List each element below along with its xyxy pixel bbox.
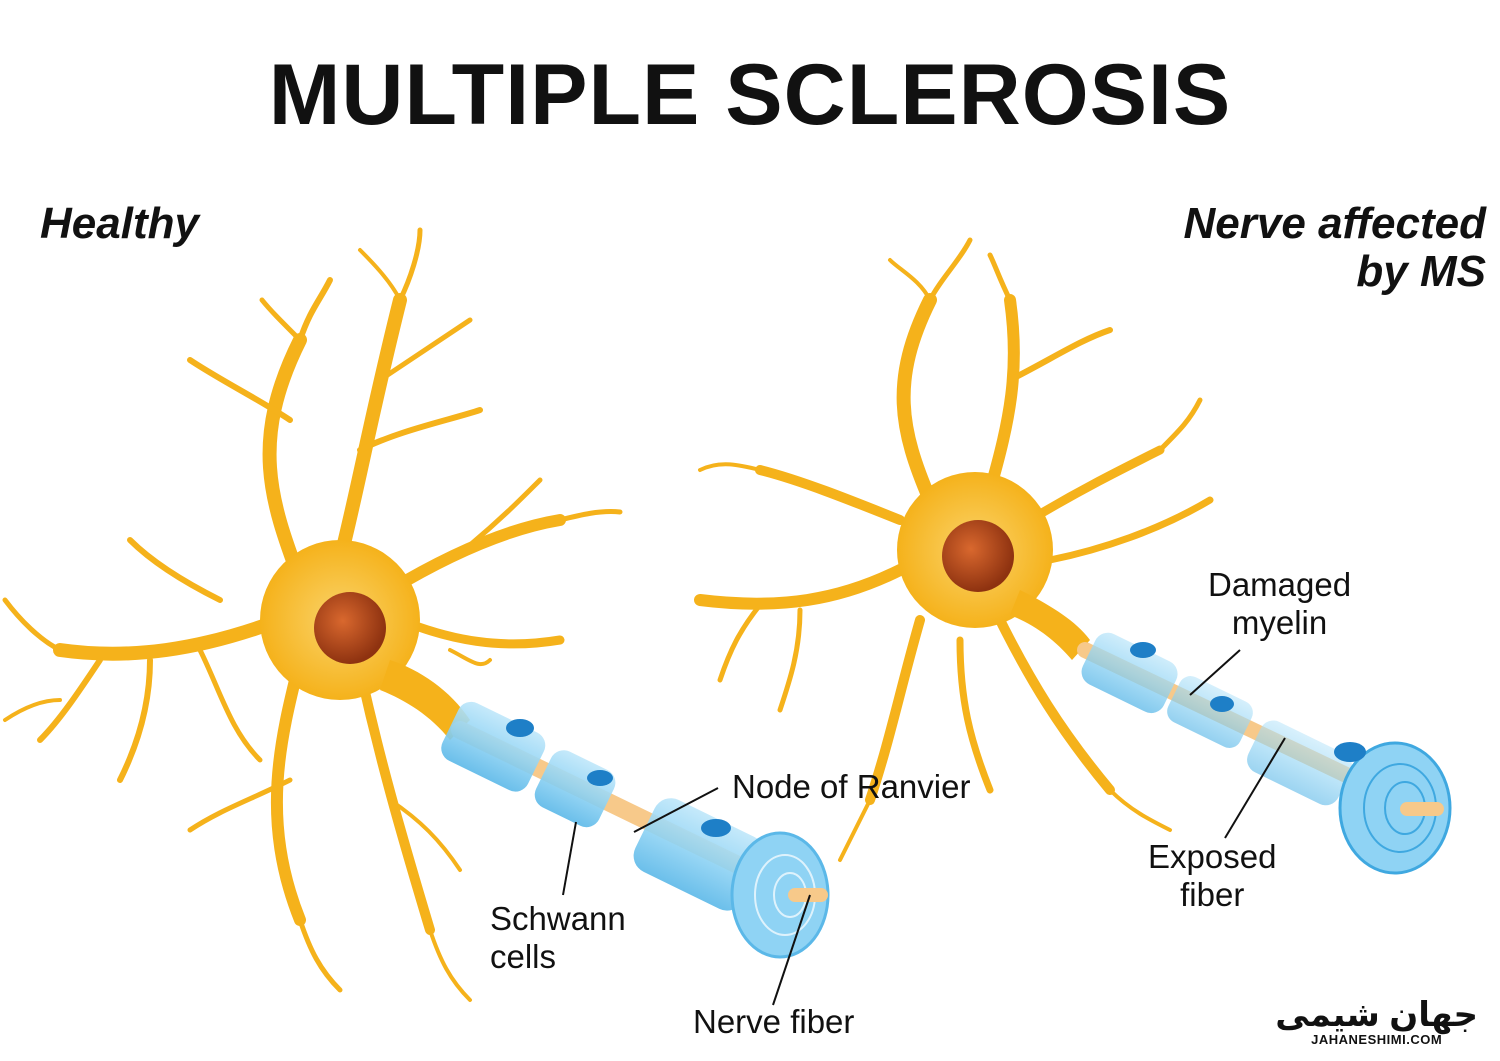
- healthy-dendrites: [2, 227, 623, 1002]
- schwann-nucleus: [701, 819, 731, 837]
- leader-lines: [562, 649, 1286, 1006]
- healthy-axon: [441, 701, 830, 959]
- affected-fiber-end: [1338, 741, 1452, 875]
- healthy-heading: Healthy: [40, 199, 199, 248]
- label-nerve-fiber: Nerve fiber: [693, 1003, 855, 1040]
- label-damaged-myelin: Damaged myelin: [1208, 566, 1352, 641]
- affected-neuron: [694, 237, 1452, 875]
- affected-nucleus: [942, 520, 1014, 592]
- healthy-nucleus: [314, 592, 386, 664]
- affected-axon-hillock: [1010, 590, 1090, 660]
- damaged-myelin-segment: [1247, 720, 1353, 806]
- label-node-of-ranvier: Node of Ranvier: [732, 768, 971, 805]
- leader-node-of-ranvier: [633, 787, 719, 833]
- page-title: MULTIPLE SCLEROSIS: [268, 47, 1232, 143]
- healthy-neuron: [2, 227, 830, 1002]
- schwann-nucleus: [1130, 642, 1156, 658]
- schwann-nucleus: [506, 719, 534, 737]
- schwann-nucleus: [1210, 696, 1234, 712]
- logo-mark: جهان شیمی: [1275, 996, 1478, 1034]
- logo-url: JAHANESHIMI.COM: [1311, 1032, 1443, 1047]
- leader-nerve-fiber: [772, 894, 811, 1006]
- affected-dendrites: [694, 237, 1214, 862]
- schwann-nucleus: [587, 770, 613, 786]
- affected-heading: Nerve affected by MS: [1183, 199, 1486, 297]
- label-exposed-fiber: Exposed fiber: [1148, 838, 1277, 913]
- leader-schwann-cells: [562, 821, 577, 896]
- label-schwann-cells: Schwann cells: [490, 900, 626, 975]
- leader-exposed-fiber: [1224, 737, 1286, 839]
- healthy-myelin-segment: [534, 750, 616, 828]
- leader-damaged-myelin: [1189, 649, 1241, 696]
- schwann-nucleus: [1334, 742, 1366, 762]
- damaged-myelin-segment: [1081, 632, 1178, 714]
- watermark-logo: جهان شیمی JAHANESHIMI.COM: [1275, 998, 1478, 1047]
- healthy-axon-hillock: [380, 660, 470, 740]
- damaged-myelin-segment: [1167, 676, 1253, 748]
- affected-axon: [1077, 632, 1452, 875]
